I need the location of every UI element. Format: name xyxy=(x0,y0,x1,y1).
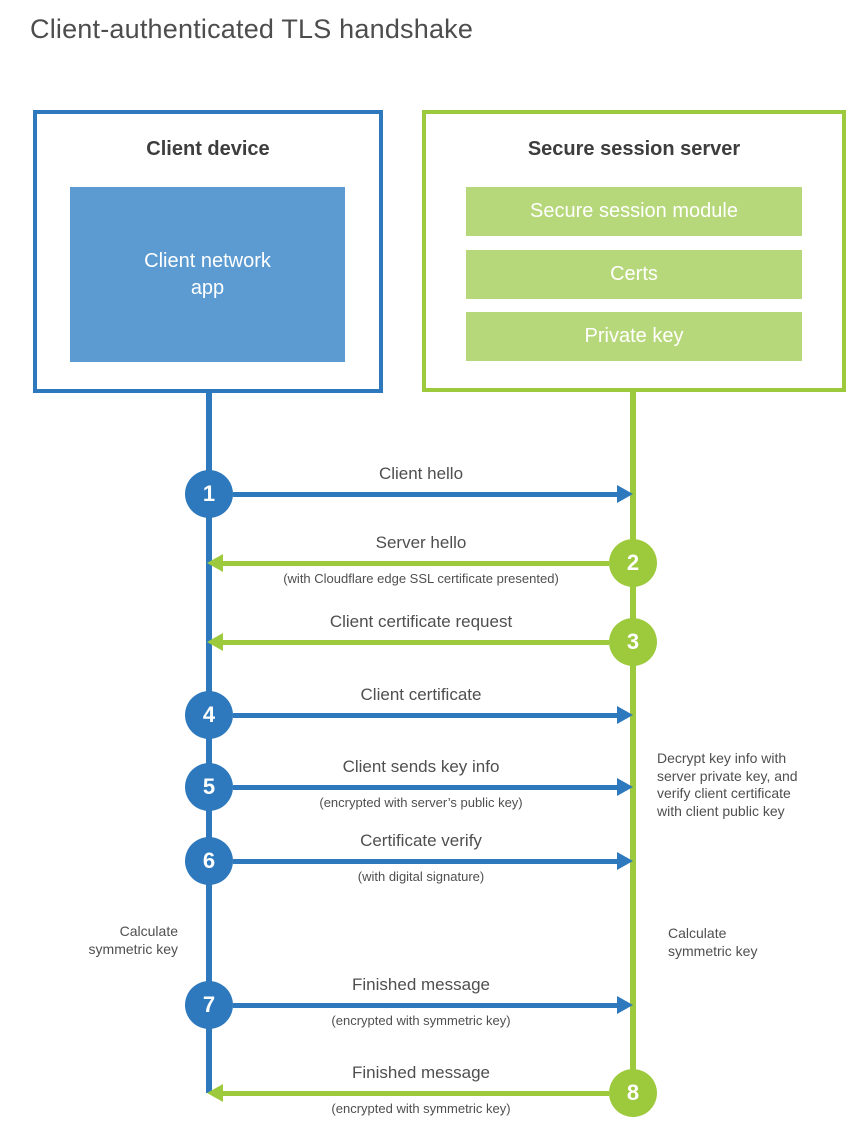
client-lifeline xyxy=(206,393,212,1093)
step-number: 5 xyxy=(202,774,216,799)
message-sublabel: (encrypted with symmetric key) xyxy=(331,1013,511,1028)
message-sublabel: (encrypted with server’s public key) xyxy=(319,795,523,810)
step-number: 2 xyxy=(626,550,640,575)
arrow-head-icon xyxy=(207,554,223,572)
step-number-badge: 5 xyxy=(185,763,233,811)
server-module-bar: Private key xyxy=(466,312,802,361)
secure-session-server-title: Secure session server xyxy=(527,138,741,160)
message-label: Client certificate xyxy=(360,685,482,704)
message-arrow-line xyxy=(233,785,617,790)
arrow-head-icon xyxy=(617,778,633,796)
message-arrow-line xyxy=(223,1091,609,1096)
step-number: 4 xyxy=(202,702,216,727)
server-module-bar: Certs xyxy=(466,250,802,299)
calc-symmetric-key-note-client: Calculate symmetric key xyxy=(88,923,178,957)
decrypt-key-note: Decrypt key info with server private key… xyxy=(657,750,798,819)
client-network-app-box: Client network app xyxy=(70,187,345,362)
arrow-head-icon xyxy=(617,706,633,724)
step-number: 7 xyxy=(202,992,216,1017)
arrow-head-icon xyxy=(207,1084,223,1102)
arrow-head-icon xyxy=(207,633,223,651)
message-label: Finished message xyxy=(352,1063,490,1082)
message-sublabel: (with digital signature) xyxy=(357,869,485,884)
message-arrow-line xyxy=(233,713,617,718)
message-label: Client certificate request xyxy=(329,612,513,631)
message-arrow-line xyxy=(233,1003,617,1008)
message-sublabel: (with Cloudflare edge SSL certificate pr… xyxy=(283,571,559,586)
step-number: 8 xyxy=(626,1080,640,1105)
step-number-badge: 3 xyxy=(609,618,657,666)
page-title: Client-authenticated TLS handshake xyxy=(30,14,474,44)
message-label: Finished message xyxy=(352,975,490,994)
server-lifeline xyxy=(630,392,636,1093)
message-label: Client sends key info xyxy=(342,757,500,776)
step-number-badge: 1 xyxy=(185,470,233,518)
arrow-head-icon xyxy=(617,485,633,503)
message-label: Client hello xyxy=(378,464,464,483)
message-sublabel: (encrypted with symmetric key) xyxy=(331,1101,511,1116)
message-arrow-line xyxy=(233,859,617,864)
arrow-head-icon xyxy=(617,852,633,870)
step-number-badge: 8 xyxy=(609,1069,657,1117)
step-number: 6 xyxy=(202,848,216,873)
step-number: 3 xyxy=(626,629,640,654)
message-arrow-line xyxy=(223,561,609,566)
message-label: Server hello xyxy=(375,533,467,552)
arrow-head-icon xyxy=(617,996,633,1014)
calc-symmetric-key-note-server: Calculate symmetric key xyxy=(668,925,758,959)
step-number-badge: 2 xyxy=(609,539,657,587)
step-number-badge: 7 xyxy=(185,981,233,1029)
message-arrow-line xyxy=(233,492,617,497)
step-number-badge: 4 xyxy=(185,691,233,739)
step-number-badge: 6 xyxy=(185,837,233,885)
step-number: 1 xyxy=(202,481,216,506)
message-label: Certificate verify xyxy=(360,831,482,850)
server-module-bar: Secure session module xyxy=(466,187,802,236)
client-device-title: Client device xyxy=(146,138,270,160)
message-arrow-line xyxy=(223,640,609,645)
